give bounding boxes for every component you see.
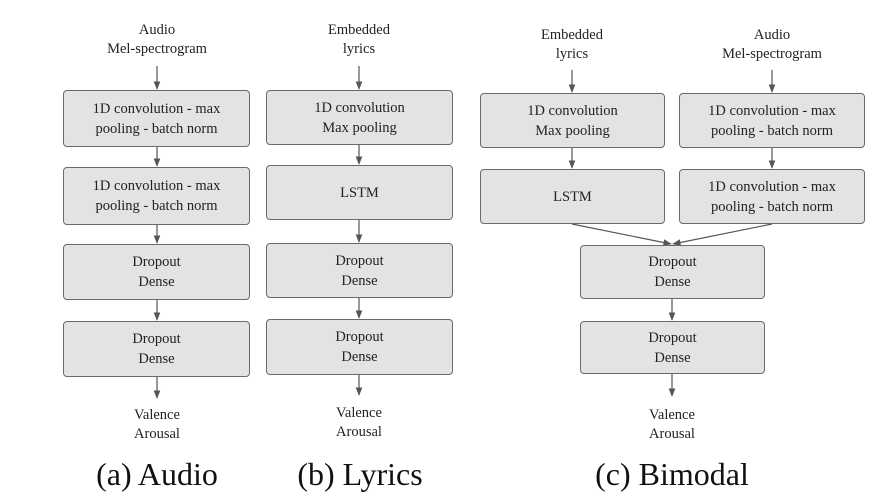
bimodal-audio-conv-block-2: 1D convolution - max pooling - batch nor… [679,169,865,224]
bimodal-audio-conv-block-1: 1D convolution - max pooling - batch nor… [679,93,865,148]
audio-dropout-dense-2: Dropout Dense [63,321,250,377]
arrow [672,223,773,246]
bimodal-caption: (c) Bimodal [595,456,749,492]
lyrics-dropout-dense-2: Dropout Dense [266,319,453,375]
bimodal-dropout-dense-1: Dropout Dense [580,245,765,299]
audio-conv-block-1: 1D convolution - max pooling - batch nor… [63,90,250,147]
lyrics-conv-block: 1D convolution Max pooling [266,90,453,145]
bimodal-lyrics-input-label: Embedded lyrics [540,27,603,62]
bimodal-lyrics-lstm-block: LSTM [480,169,665,224]
audio-output-label: Valence Arousal [134,407,180,442]
bimodal-audio-input-label: Audio Mel-spectrogram [722,27,822,62]
audio-dropout-dense-1: Dropout Dense [63,244,250,300]
lyrics-caption: (b) Lyrics [297,456,423,492]
audio-caption: (a) Audio [96,456,218,492]
bimodal-dropout-dense-2: Dropout Dense [580,321,765,374]
lyrics-dropout-dense-1: Dropout Dense [266,243,453,298]
arrow [571,223,672,246]
audio-conv-block-2: 1D convolution - max pooling - batch nor… [63,167,250,225]
audio-input-label: Audio Mel-spectrogram [107,22,207,57]
lyrics-lstm-block: LSTM [266,165,453,220]
lyrics-output-label: Valence Arousal [336,405,382,440]
bimodal-lyrics-conv-block: 1D convolution Max pooling [480,93,665,148]
lyrics-input-label: Embedded lyrics [327,22,390,57]
bimodal-output-label: Valence Arousal [649,407,695,442]
